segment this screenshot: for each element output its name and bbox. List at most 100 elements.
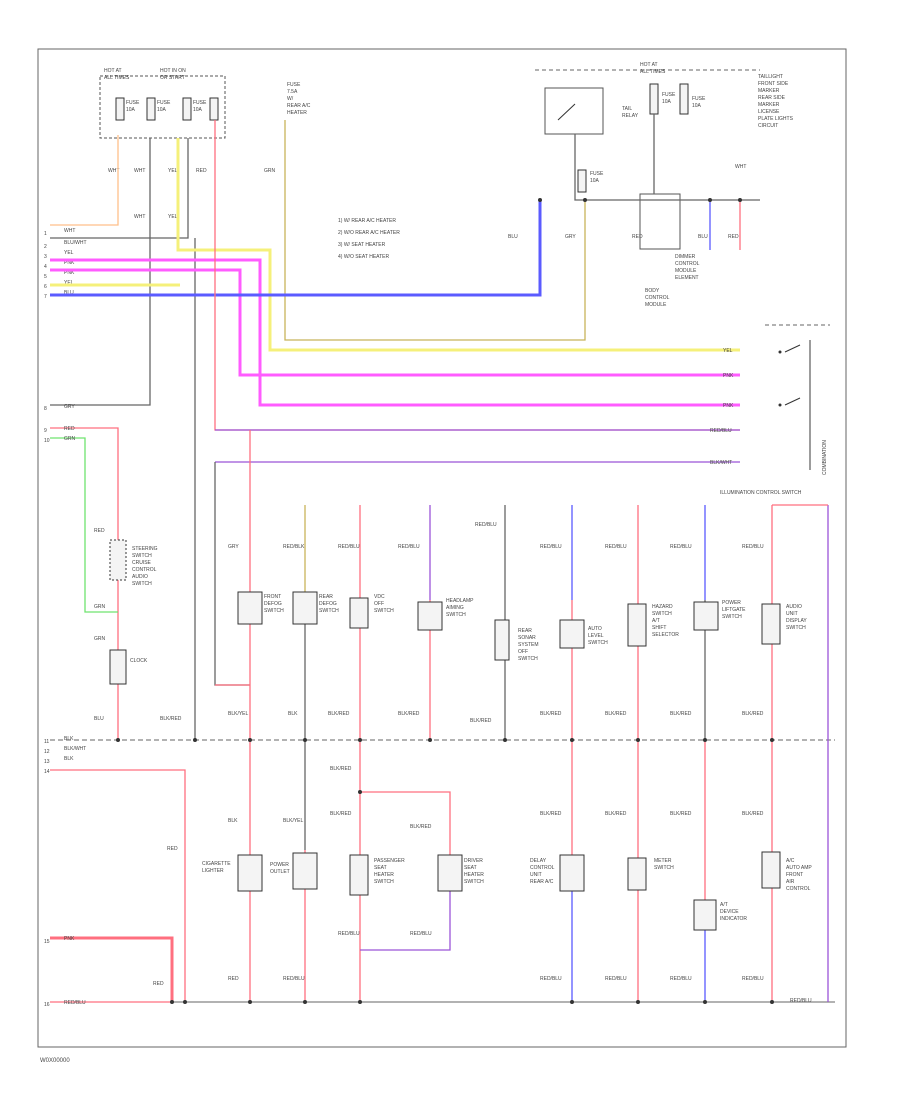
svg-text:BLU: BLU — [508, 234, 518, 240]
svg-text:CIGARETTE: CIGARETTE — [202, 861, 231, 867]
svg-text:1: 1 — [44, 231, 47, 237]
svg-text:FUSE: FUSE — [590, 171, 604, 177]
footer-id: W0X00000 — [40, 1058, 70, 1064]
svg-text:GRY: GRY — [228, 544, 239, 550]
svg-text:DELAY: DELAY — [530, 858, 547, 864]
svg-text:10A: 10A — [590, 178, 600, 184]
svg-text:DEVICE: DEVICE — [720, 909, 739, 915]
svg-text:FRONT: FRONT — [786, 872, 803, 878]
svg-text:AUTO AMP: AUTO AMP — [786, 865, 812, 871]
svg-text:WHT: WHT — [134, 168, 145, 174]
svg-text:15: 15 — [44, 939, 50, 945]
svg-text:RED: RED — [728, 234, 739, 240]
upper-component-row: FRONT DEFOG SWITCH REAR DEFOG SWITCH VDC… — [160, 430, 829, 1002]
svg-text:SWITCH: SWITCH — [132, 581, 152, 587]
svg-text:PNK: PNK — [723, 373, 734, 379]
svg-text:W/: W/ — [287, 96, 294, 102]
svg-text:RED/BLK: RED/BLK — [283, 544, 305, 550]
svg-text:BLK/WHT: BLK/WHT — [710, 460, 732, 466]
svg-text:DEFOG: DEFOG — [264, 601, 282, 607]
svg-text:MARKER: MARKER — [758, 88, 780, 94]
svg-text:FRONT SIDE: FRONT SIDE — [758, 81, 789, 87]
svg-text:10A: 10A — [692, 103, 702, 109]
svg-text:5: 5 — [44, 274, 47, 280]
svg-text:BLK/RED: BLK/RED — [328, 711, 350, 717]
svg-text:PNK: PNK — [64, 270, 75, 276]
svg-text:A/T: A/T — [720, 902, 728, 908]
illumination-section-label: ILLUMINATION CONTROL SWITCH — [720, 490, 802, 496]
svg-text:10A: 10A — [662, 99, 672, 105]
left-illumination-switch: STEERING SWITCH CRUISE CONTROL AUDIO SWI… — [64, 404, 178, 1006]
svg-text:A/C: A/C — [786, 858, 795, 864]
svg-text:RED: RED — [153, 981, 164, 987]
svg-text:RED/BLU: RED/BLU — [283, 976, 305, 982]
svg-text:SEAT: SEAT — [464, 865, 477, 871]
svg-text:ALL TIMES: ALL TIMES — [640, 69, 666, 75]
top-right-relay-block: HOT AT ALL TIMES TAIL RELAY FUSE 10A FUS… — [508, 62, 794, 308]
svg-text:RED/BLU: RED/BLU — [338, 931, 360, 937]
svg-text:DEFOG: DEFOG — [319, 601, 337, 607]
svg-text:HOT AT: HOT AT — [640, 62, 658, 68]
svg-text:RED: RED — [228, 976, 239, 982]
svg-text:WHT: WHT — [108, 168, 119, 174]
svg-text:GRY: GRY — [565, 234, 576, 240]
svg-text:BLK/RED: BLK/RED — [670, 811, 692, 817]
svg-text:FUSE: FUSE — [692, 96, 706, 102]
svg-text:BLK/RED: BLK/RED — [670, 711, 692, 717]
svg-text:INDICATOR: INDICATOR — [720, 916, 747, 922]
svg-text:MARKER: MARKER — [758, 102, 780, 108]
svg-text:PASSENGER: PASSENGER — [374, 858, 405, 864]
svg-text:LIGHTER: LIGHTER — [202, 868, 224, 874]
svg-text:BLK/RED: BLK/RED — [160, 716, 182, 722]
splice-dots — [116, 198, 774, 1004]
svg-text:BLU/WHT: BLU/WHT — [64, 240, 87, 246]
wires — [50, 114, 760, 740]
svg-text:BLU: BLU — [698, 234, 708, 240]
svg-text:SWITCH: SWITCH — [652, 611, 672, 617]
svg-text:SWITCH: SWITCH — [464, 879, 484, 885]
svg-text:TAIL: TAIL — [622, 106, 632, 112]
svg-text:BLK/RED: BLK/RED — [398, 711, 420, 717]
svg-text:REAR A/C: REAR A/C — [530, 879, 554, 885]
lower-component-row: CIGARETTE LIGHTER POWER OUTLET PASSENGER… — [202, 740, 812, 1004]
svg-text:OUTLET: OUTLET — [270, 869, 290, 875]
svg-text:RED/BLU: RED/BLU — [742, 976, 764, 982]
svg-text:SWITCH: SWITCH — [588, 640, 608, 646]
svg-text:AUDIO: AUDIO — [132, 574, 148, 580]
svg-text:UNIT: UNIT — [530, 872, 542, 878]
svg-text:CLOCK: CLOCK — [130, 658, 148, 664]
svg-text:10: 10 — [44, 438, 50, 444]
svg-text:BLK: BLK — [228, 818, 238, 824]
svg-text:FUSE: FUSE — [193, 100, 207, 106]
svg-text:YEL: YEL — [168, 214, 178, 220]
svg-text:BODY: BODY — [645, 288, 660, 294]
svg-text:PLATE LIGHTS: PLATE LIGHTS — [758, 116, 794, 122]
svg-text:STEERING: STEERING — [132, 546, 158, 552]
svg-text:RED/BLU: RED/BLU — [790, 998, 812, 1004]
svg-text:7.5A: 7.5A — [287, 89, 298, 95]
svg-text:HOT AT: HOT AT — [104, 68, 122, 74]
svg-text:BLK/YEL: BLK/YEL — [228, 711, 249, 717]
svg-text:BLK: BLK — [64, 756, 74, 762]
svg-text:POWER: POWER — [722, 600, 741, 606]
svg-text:VDC: VDC — [374, 594, 385, 600]
svg-text:SWITCH: SWITCH — [264, 608, 284, 614]
svg-text:LICENSE: LICENSE — [758, 109, 780, 115]
svg-text:GRY: GRY — [64, 404, 75, 410]
svg-text:SWITCH: SWITCH — [518, 656, 538, 662]
svg-text:ALL TIMES: ALL TIMES — [104, 75, 130, 81]
svg-text:10A: 10A — [126, 107, 136, 113]
svg-text:HEATER: HEATER — [287, 110, 307, 116]
svg-text:RED/BLU: RED/BLU — [64, 1000, 86, 1006]
svg-text:RED/BLU: RED/BLU — [670, 976, 692, 982]
svg-text:HEATER: HEATER — [374, 872, 394, 878]
combination-label: COMBINATION — [822, 440, 828, 475]
svg-text:AIR: AIR — [786, 879, 795, 885]
svg-text:SWITCH: SWITCH — [374, 879, 394, 885]
svg-text:HOT IN ON: HOT IN ON — [160, 68, 186, 74]
svg-text:MODULE: MODULE — [675, 268, 697, 274]
svg-text:CONTROL: CONTROL — [675, 261, 700, 267]
svg-text:BLK/RED: BLK/RED — [605, 811, 627, 817]
svg-text:SWITCH: SWITCH — [446, 612, 466, 618]
svg-text:PNK: PNK — [64, 260, 75, 266]
